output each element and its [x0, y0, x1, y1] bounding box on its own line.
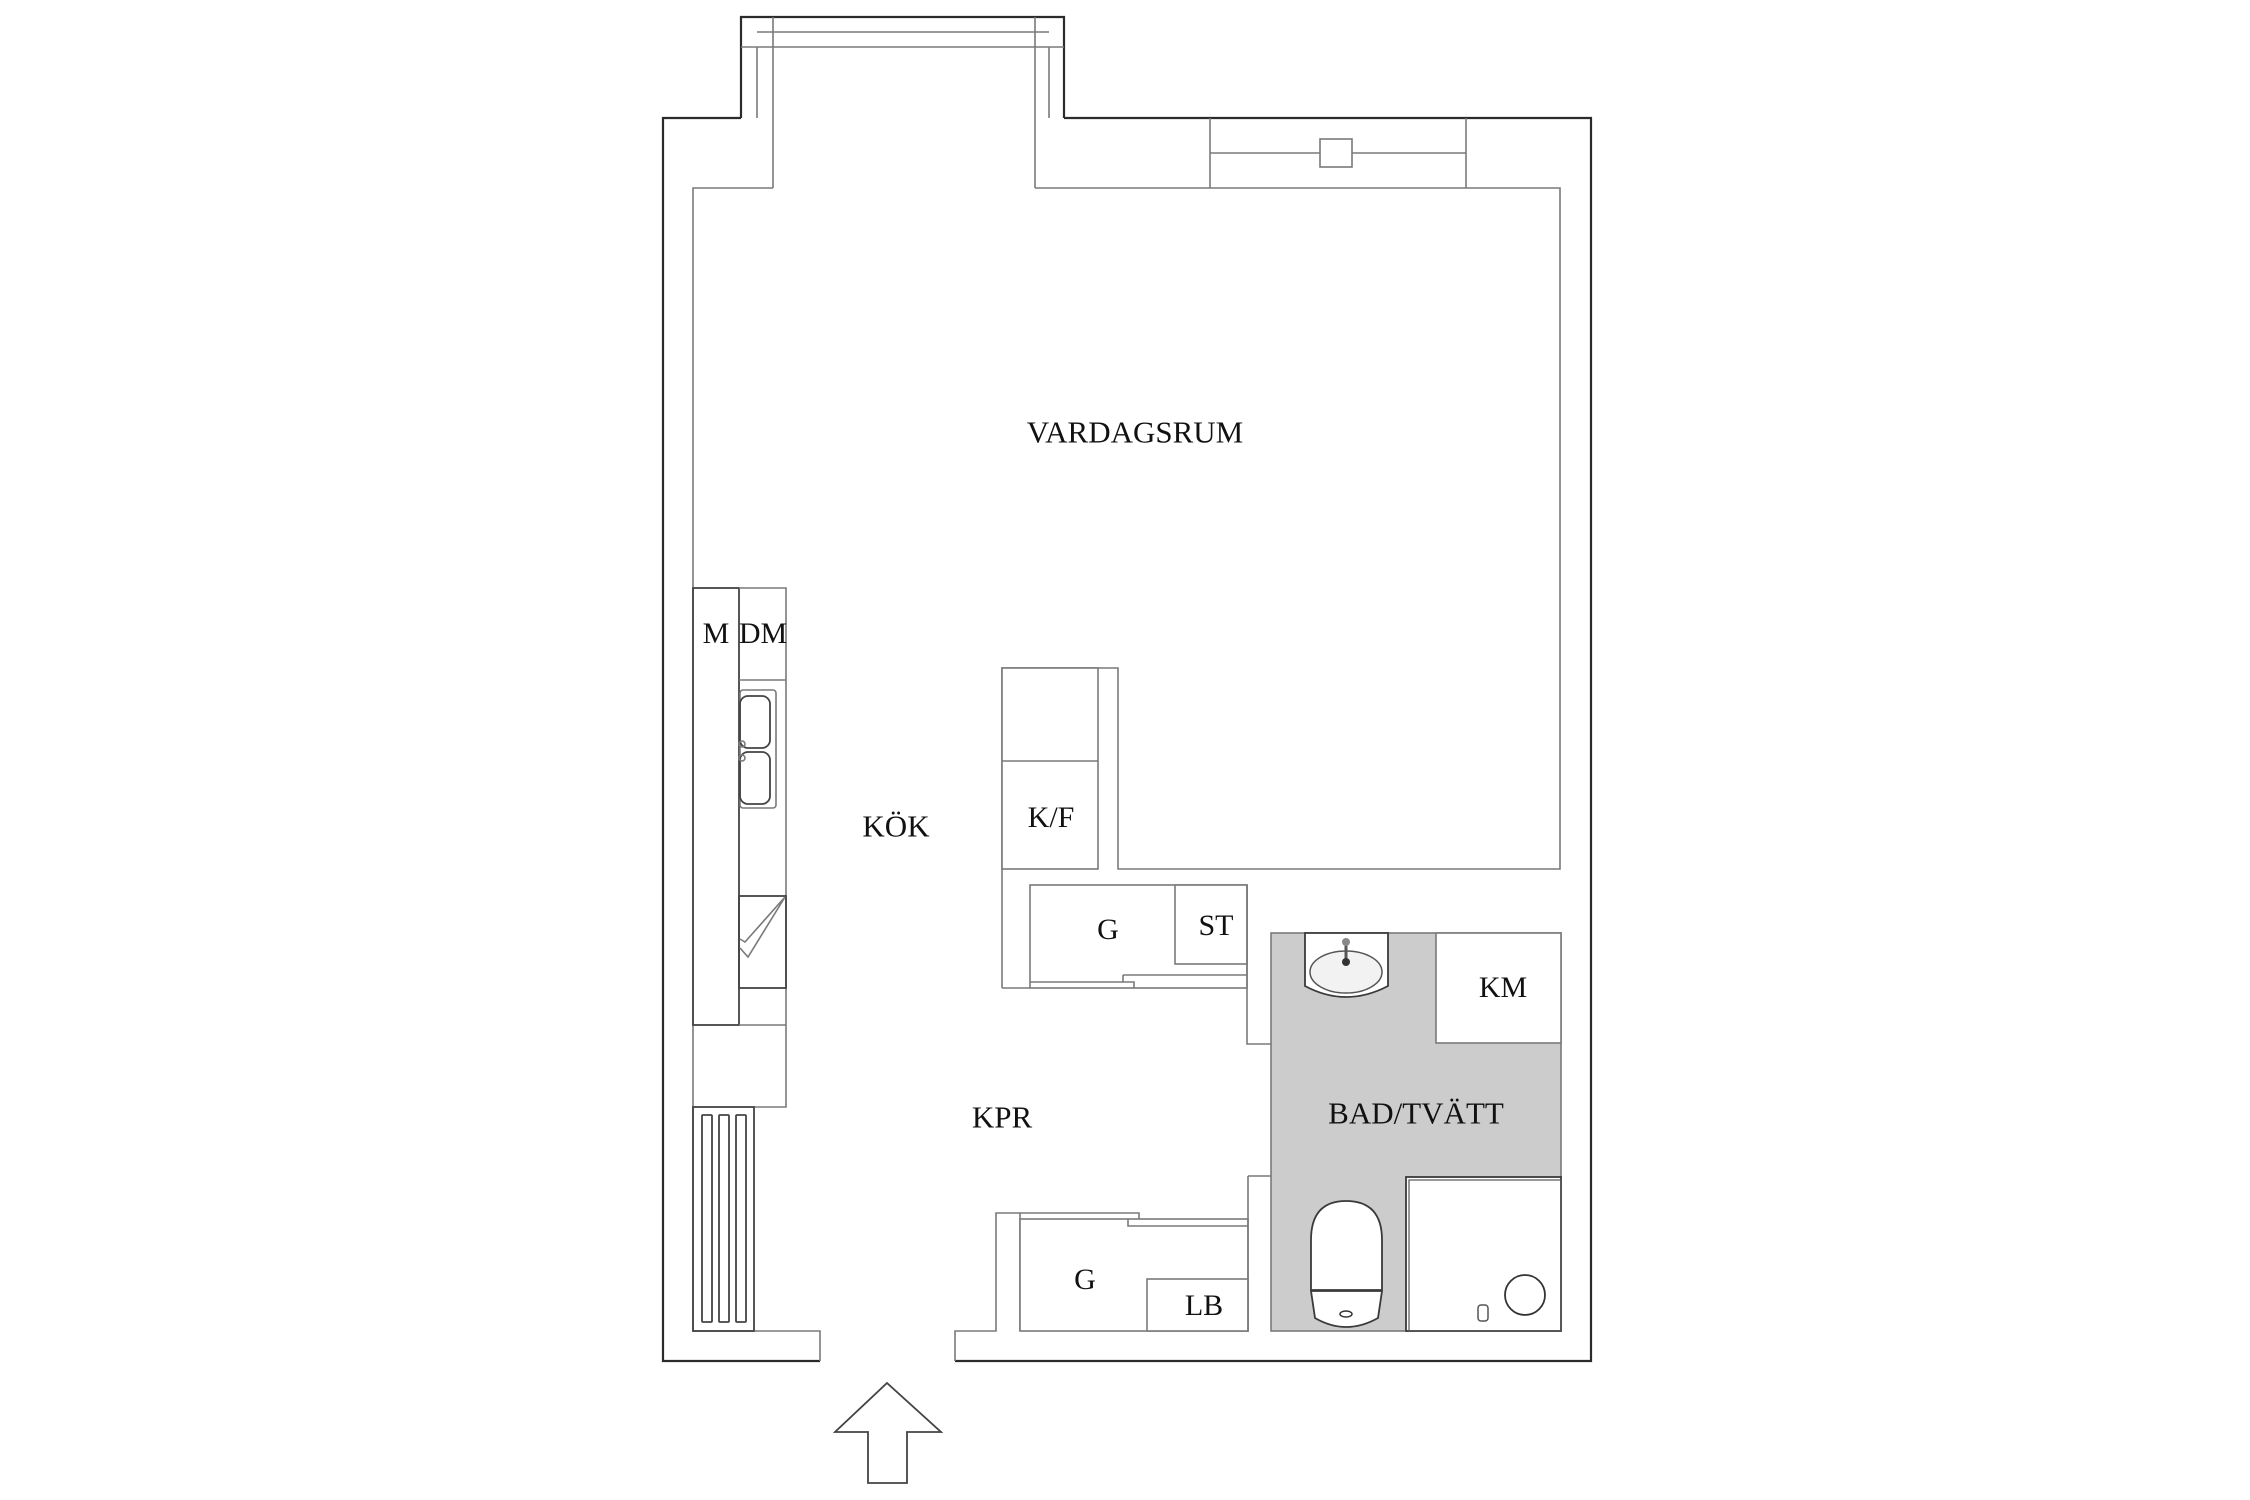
- entrance-arrow-icon: [832, 1381, 944, 1484]
- hall-wardrobe: [1019, 1175, 1271, 1332]
- kitchen-sink-icon: [738, 689, 777, 809]
- room-label-living-room: VARDAGSRUM: [1026, 414, 1244, 450]
- room-label-hallway: KPR: [971, 1099, 1033, 1135]
- top-window: [1209, 118, 1467, 188]
- fridge-freezer-unit: [1001, 667, 1099, 870]
- fixture-label-washing-machine: KM: [1478, 971, 1528, 1004]
- bay-window: [739, 15, 1066, 188]
- fixture-label-microwave: M: [702, 617, 730, 650]
- toilet-icon: [1309, 1200, 1384, 1328]
- room-label-kitchen: KÖK: [862, 808, 930, 844]
- hall-wardrobe-left: [692, 1106, 755, 1332]
- fixture-label-fridge-freezer: K/F: [1027, 801, 1075, 834]
- shower-icon: [1405, 1176, 1562, 1332]
- kitchen-counter: [692, 587, 787, 1108]
- stove-icon: [738, 895, 787, 989]
- bathroom: [1270, 932, 1562, 1332]
- fixture-label-kitchen-wardrobe: G: [1097, 913, 1119, 946]
- kitchen-wardrobe: [1002, 884, 1271, 1045]
- room-label-bathroom: BAD/TVÄTT: [1328, 1095, 1504, 1131]
- fixture-label-storage: ST: [1198, 909, 1234, 942]
- fixture-label-dishwasher: DM: [738, 617, 788, 650]
- outer-wall: [661, 116, 1593, 1363]
- fixture-label-linen: LB: [1184, 1289, 1224, 1322]
- washbasin-icon: [1304, 932, 1389, 998]
- fixture-label-hall-wardrobe: G: [1074, 1263, 1096, 1296]
